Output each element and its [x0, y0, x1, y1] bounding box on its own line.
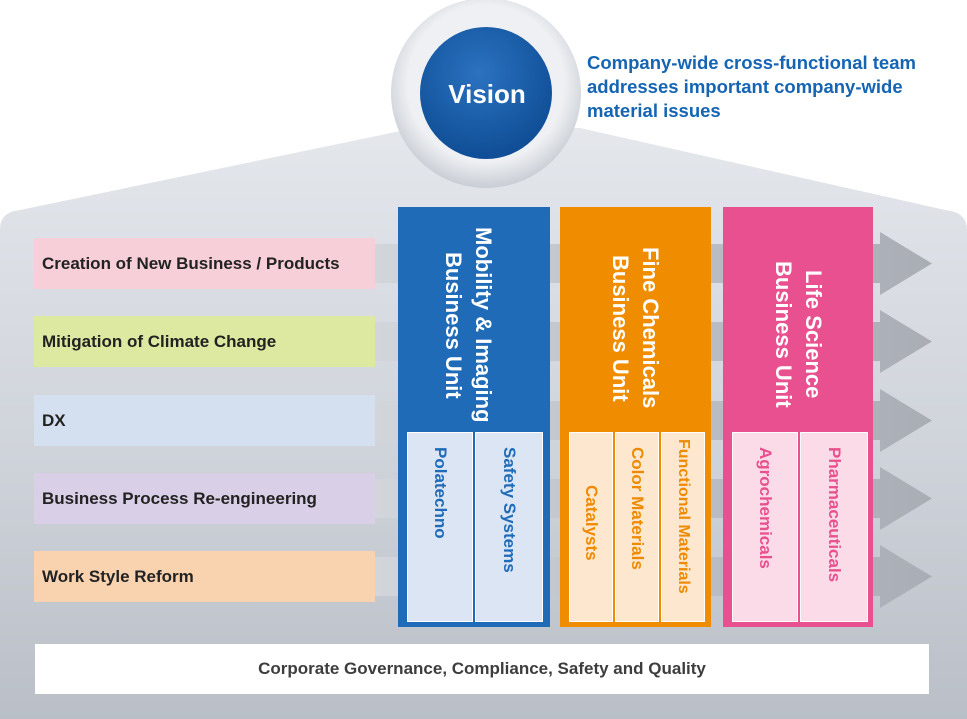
sub-agrochemicals: Agrochemicals [732, 432, 798, 622]
unit-mobility-imaging: Mobility & Imaging Business Unit Safety … [398, 207, 550, 627]
governance-bar: Corporate Governance, Compliance, Safety… [35, 644, 929, 694]
unit-life-science-title: Life Science Business Unit [771, 260, 826, 408]
vision-circle [420, 27, 552, 159]
vision-caption: Company-wide cross-functional team addre… [587, 52, 916, 121]
issue-business-process-reengineering: Business Process Re-engineering [34, 473, 375, 524]
sub-safety-systems: Safety Systems [475, 432, 543, 622]
unit-life-science: Life Science Business Unit Pharmaceutica… [723, 207, 873, 627]
unit-fine-chemicals: Fine Chemicals Business Unit Functional … [560, 207, 711, 627]
sub-catalysts: Catalysts [569, 432, 613, 622]
unit-mobility-imaging-title: Mobility & Imaging Business Unit [441, 227, 496, 423]
vision-label: Vision [448, 79, 526, 109]
sub-polatechno: Polatechno [407, 432, 473, 622]
issue-creation-of-new-business: Creation of New Business / Products [34, 238, 375, 289]
issue-dx: DX [34, 395, 375, 446]
unit-fine-chemicals-title: Fine Chemicals Business Unit [608, 247, 663, 409]
sub-color-materials: Color Materials [615, 432, 659, 622]
issue-mitigation-of-climate-change: Mitigation of Climate Change [34, 316, 375, 367]
sub-functional-materials: Functional Materials [661, 432, 705, 622]
sub-pharmaceuticals: Pharmaceuticals [800, 432, 868, 622]
issue-work-style-reform: Work Style Reform [34, 551, 375, 602]
